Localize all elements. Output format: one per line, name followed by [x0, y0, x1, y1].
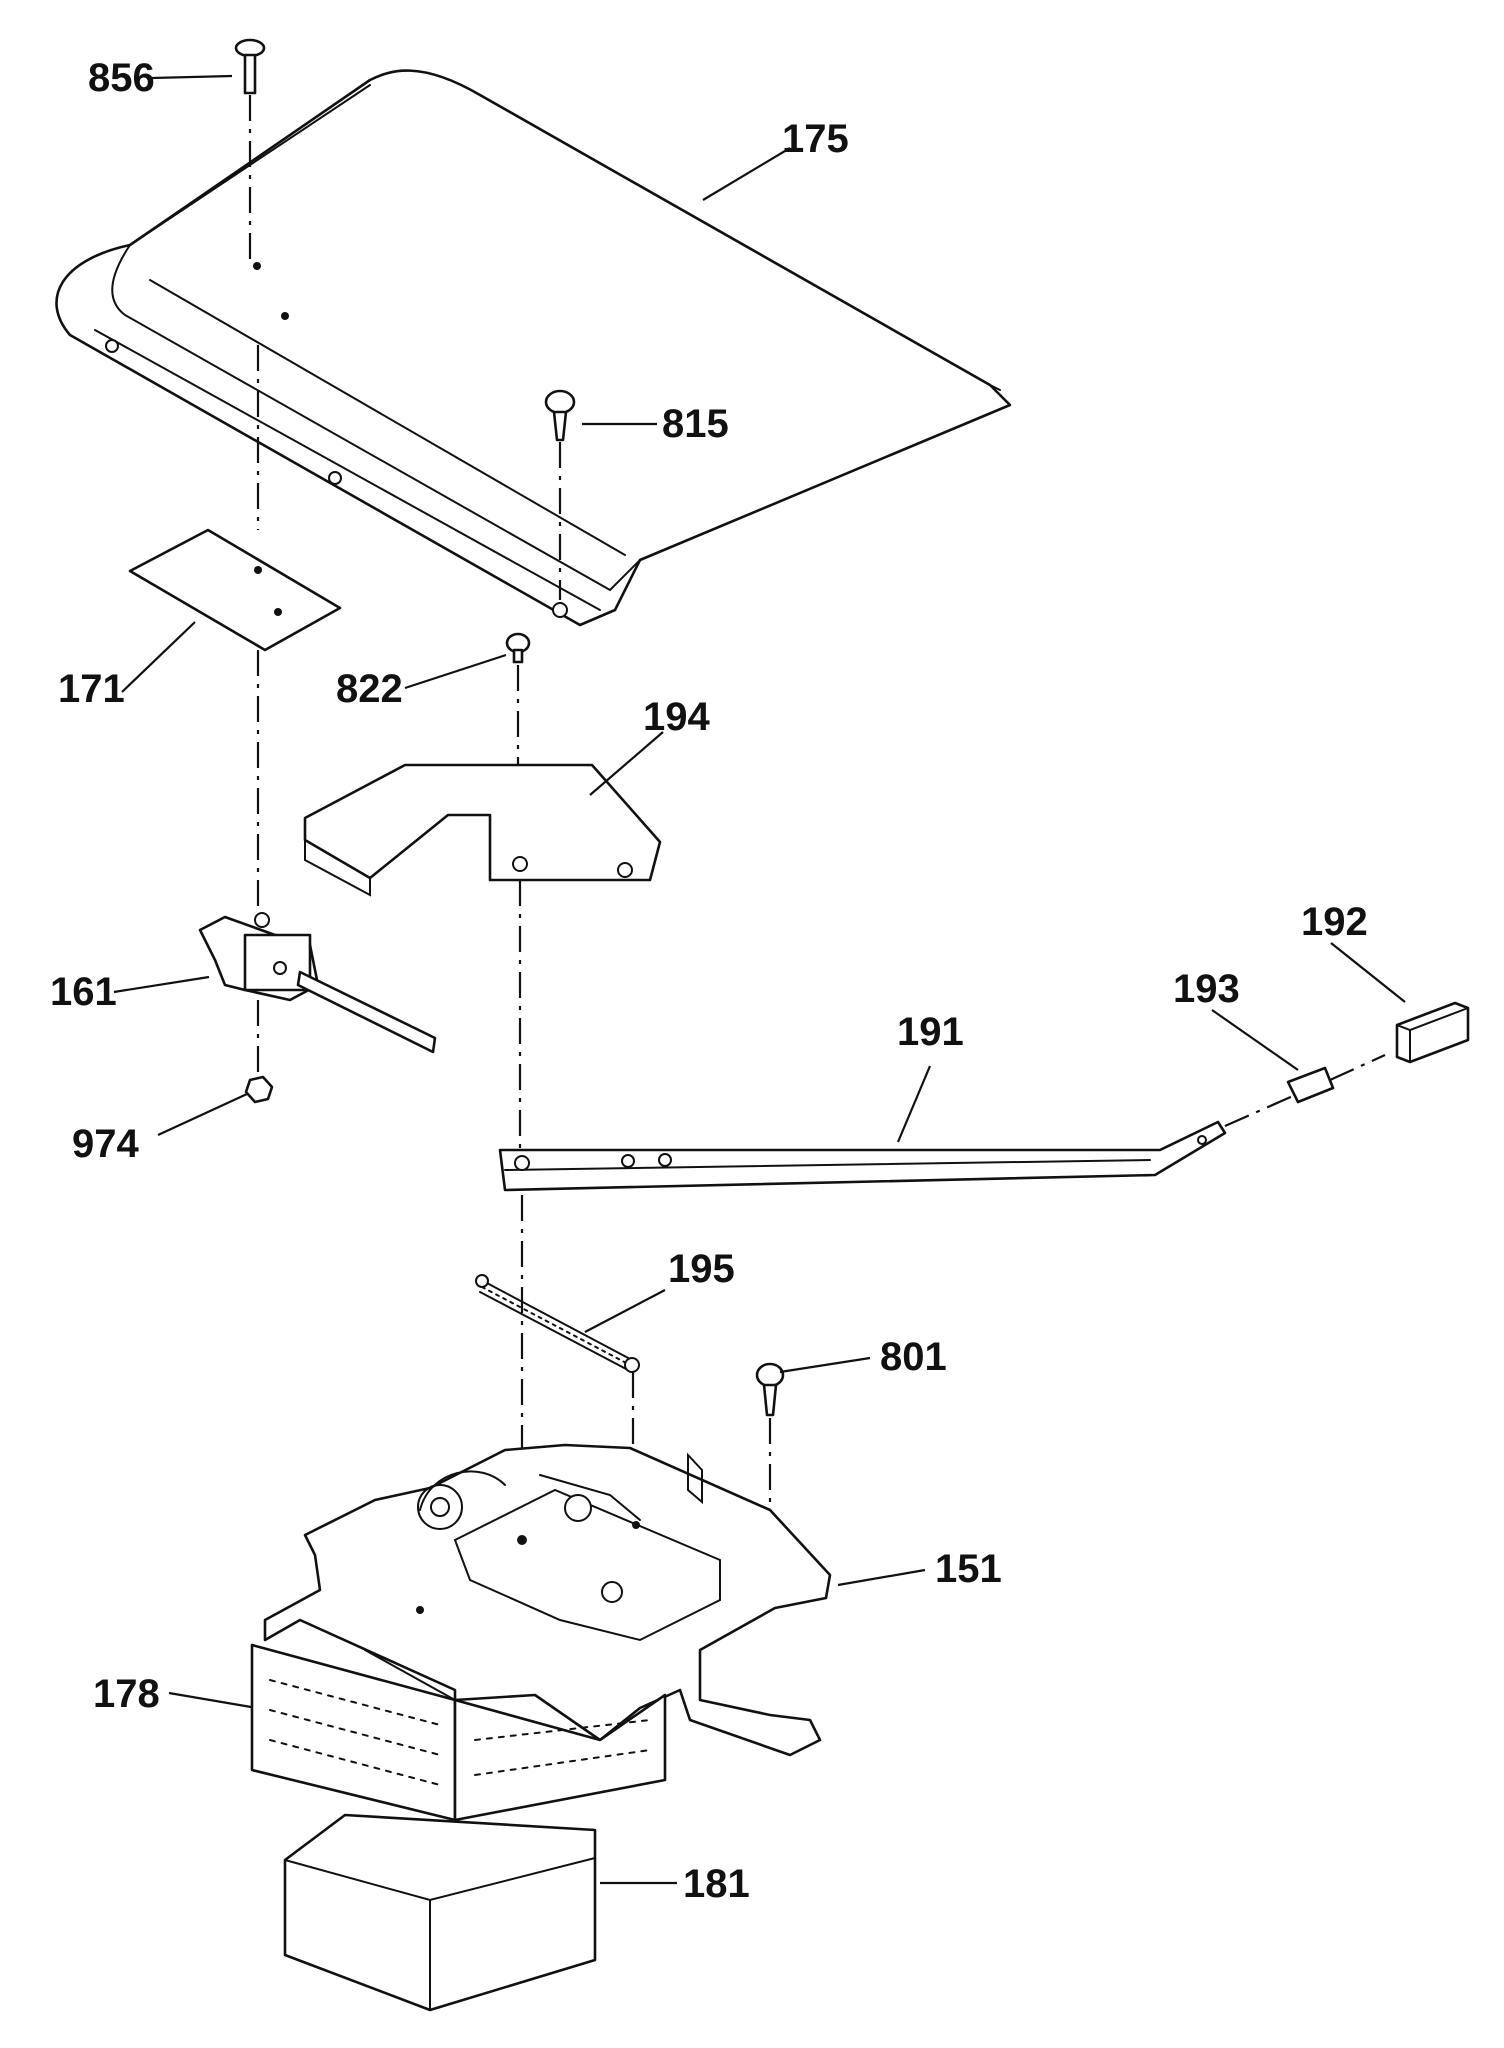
callout-192: 192 — [1301, 900, 1368, 944]
clip-193 — [1288, 1068, 1333, 1102]
callout-856: 856 — [88, 56, 155, 100]
switch-161 — [200, 913, 435, 1085]
block-181 — [285, 1815, 595, 2010]
callout-822: 822 — [336, 667, 403, 711]
callout-161: 161 — [50, 970, 117, 1014]
bracket-194 — [305, 765, 660, 1150]
leader-lines — [114, 76, 1405, 1883]
callout-181: 181 — [683, 1862, 750, 1906]
nut-974 — [246, 1077, 272, 1102]
spring-195 — [476, 1275, 639, 1640]
callout-195: 195 — [668, 1247, 735, 1291]
callout-178: 178 — [93, 1672, 160, 1716]
callout-815: 815 — [662, 402, 729, 446]
callout-191: 191 — [897, 1010, 964, 1054]
callout-193: 193 — [1173, 967, 1240, 1011]
screw-801 — [757, 1364, 783, 1568]
plate-171 — [130, 345, 340, 915]
screw-856 — [236, 40, 264, 260]
mechanism-151 — [265, 1445, 830, 1760]
callout-801: 801 — [880, 1335, 947, 1379]
screw-815 — [546, 391, 574, 600]
callout-175: 175 — [782, 117, 849, 161]
screw-822 — [507, 634, 529, 860]
callout-labels: 856 175 815 171 822 194 161 192 193 191 … — [50, 56, 1368, 1906]
callout-151: 151 — [935, 1547, 1002, 1591]
callout-974: 974 — [72, 1122, 139, 1166]
insulation-block-178 — [252, 1645, 665, 1820]
callout-171: 171 — [58, 667, 125, 711]
cap-192 — [1397, 1003, 1468, 1062]
rod-191 — [500, 1055, 1385, 1530]
callout-194: 194 — [643, 695, 710, 739]
